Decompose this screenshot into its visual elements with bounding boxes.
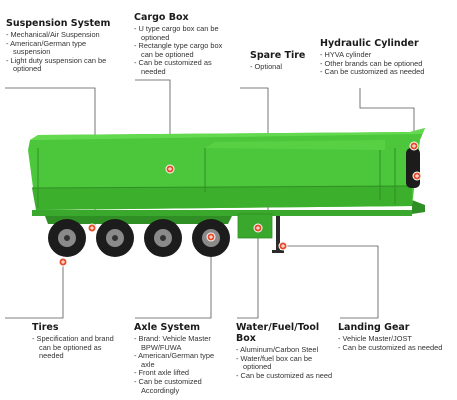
callout-title: Water/Fuel/Tool Box bbox=[236, 322, 320, 344]
callout-items: Aluminum/Carbon SteelWater/fuel box can … bbox=[236, 345, 334, 381]
callout-items: HYVA cylinderOther brands can be optione… bbox=[320, 50, 450, 77]
callout-cargo-box: Cargo Box U type cargo box can be option… bbox=[134, 12, 234, 77]
callout-item: Can be customized as needed bbox=[320, 68, 450, 77]
callout-items: Specification and brand can be optioned … bbox=[32, 334, 124, 361]
callout-items: U type cargo box can be optionedRectangl… bbox=[134, 24, 234, 77]
callout-items: Vehicle Master/JOSTCan be customized as … bbox=[338, 334, 454, 353]
callout-item: Optional bbox=[250, 62, 310, 72]
callout-item: Rectangle type cargo box can be optioned bbox=[134, 41, 234, 59]
front-panel bbox=[205, 140, 385, 150]
callout-axle: Axle System Brand: Vehicle Master BPW/FU… bbox=[134, 322, 228, 395]
callout-item: Water/fuel box can be optioned bbox=[236, 354, 334, 372]
callout-items: Optional bbox=[250, 62, 310, 72]
cargo-box-lower bbox=[32, 186, 412, 210]
wheels bbox=[48, 219, 230, 257]
callout-hydraulic: Hydraulic Cylinder HYVA cylinderOther br… bbox=[320, 38, 450, 77]
callout-item: Specification and brand can be optioned … bbox=[32, 334, 124, 361]
callout-item: Brand: Vehicle Master BPW/FUWA bbox=[134, 334, 228, 352]
wheel-1 bbox=[48, 219, 86, 257]
callout-title: Axle System bbox=[134, 322, 201, 333]
landing-gear-foot bbox=[272, 250, 284, 253]
cargo-box-rim bbox=[30, 128, 425, 140]
leader-line-landing bbox=[283, 245, 379, 319]
callout-title: Spare Tire bbox=[250, 50, 306, 61]
marker-cargo-box bbox=[165, 164, 175, 174]
panel-seams bbox=[31, 148, 413, 208]
marker-suspension bbox=[87, 223, 97, 233]
callout-toolbox: Water/Fuel/Tool Box Aluminum/Carbon Stee… bbox=[236, 322, 334, 380]
callout-items: Mechanical/Air SuspensionAmerican/German… bbox=[6, 30, 124, 74]
callout-item: HYVA cylinder bbox=[320, 50, 450, 60]
hydraulic-cylinder-body bbox=[406, 148, 420, 188]
callout-item: American/German type suspension bbox=[6, 39, 124, 57]
callout-item: Can be customized as need bbox=[236, 371, 334, 381]
callout-item: U type cargo box can be optioned bbox=[134, 24, 234, 42]
chassis-frame bbox=[32, 210, 412, 216]
callout-title: Cargo Box bbox=[134, 12, 189, 23]
wheel-3 bbox=[144, 219, 182, 257]
callout-title: Landing Gear bbox=[338, 322, 410, 333]
callout-landing: Landing Gear Vehicle Master/JOSTCan be c… bbox=[338, 322, 454, 352]
callout-item: Mechanical/Air Suspension bbox=[6, 30, 124, 40]
callout-item: Can be customized as needed bbox=[338, 343, 454, 353]
callout-item: American/German type axle bbox=[134, 351, 228, 369]
marker-hydraulic-bottom bbox=[412, 171, 422, 181]
callout-spare-tire: Spare Tire Optional bbox=[250, 50, 310, 72]
rear-bumper bbox=[412, 200, 425, 214]
callout-item: Front axle lifted bbox=[134, 369, 228, 378]
suspension-brackets bbox=[45, 216, 232, 224]
trailer bbox=[28, 128, 425, 257]
callout-item: Other brands can be optioned bbox=[320, 59, 450, 69]
marker-tires bbox=[58, 257, 68, 267]
leader-line-toolbox bbox=[237, 228, 259, 319]
callout-title: Hydraulic Cylinder bbox=[320, 38, 419, 49]
marker-axle bbox=[206, 232, 216, 242]
callout-item: Can be customized as needed bbox=[134, 59, 234, 76]
callout-title: Suspension System bbox=[6, 18, 111, 29]
callout-item: Can be customized Accordingly bbox=[134, 377, 228, 395]
landing-gear-leg bbox=[276, 216, 280, 252]
callout-item: Aluminum/Carbon Steel bbox=[236, 345, 334, 355]
wheel-2 bbox=[96, 219, 134, 257]
callout-suspension: Suspension System Mechanical/Air Suspens… bbox=[6, 18, 124, 74]
leader-line-tires bbox=[5, 262, 64, 319]
callout-item: Vehicle Master/JOST bbox=[338, 334, 454, 344]
markers bbox=[58, 141, 422, 267]
callout-tires: Tires Specification and brand can be opt… bbox=[32, 322, 124, 361]
callout-items: Brand: Vehicle Master BPW/FUWAAmerican/G… bbox=[134, 334, 228, 395]
callout-title: Tires bbox=[32, 322, 59, 333]
marker-toolbox bbox=[253, 223, 263, 233]
leader-line-axle bbox=[135, 237, 212, 319]
marker-hydraulic-top bbox=[409, 141, 419, 151]
callout-item: Light duty suspension can be optioned bbox=[6, 56, 124, 74]
marker-landing bbox=[278, 241, 288, 251]
leader-line-hydraulic bbox=[359, 88, 415, 146]
